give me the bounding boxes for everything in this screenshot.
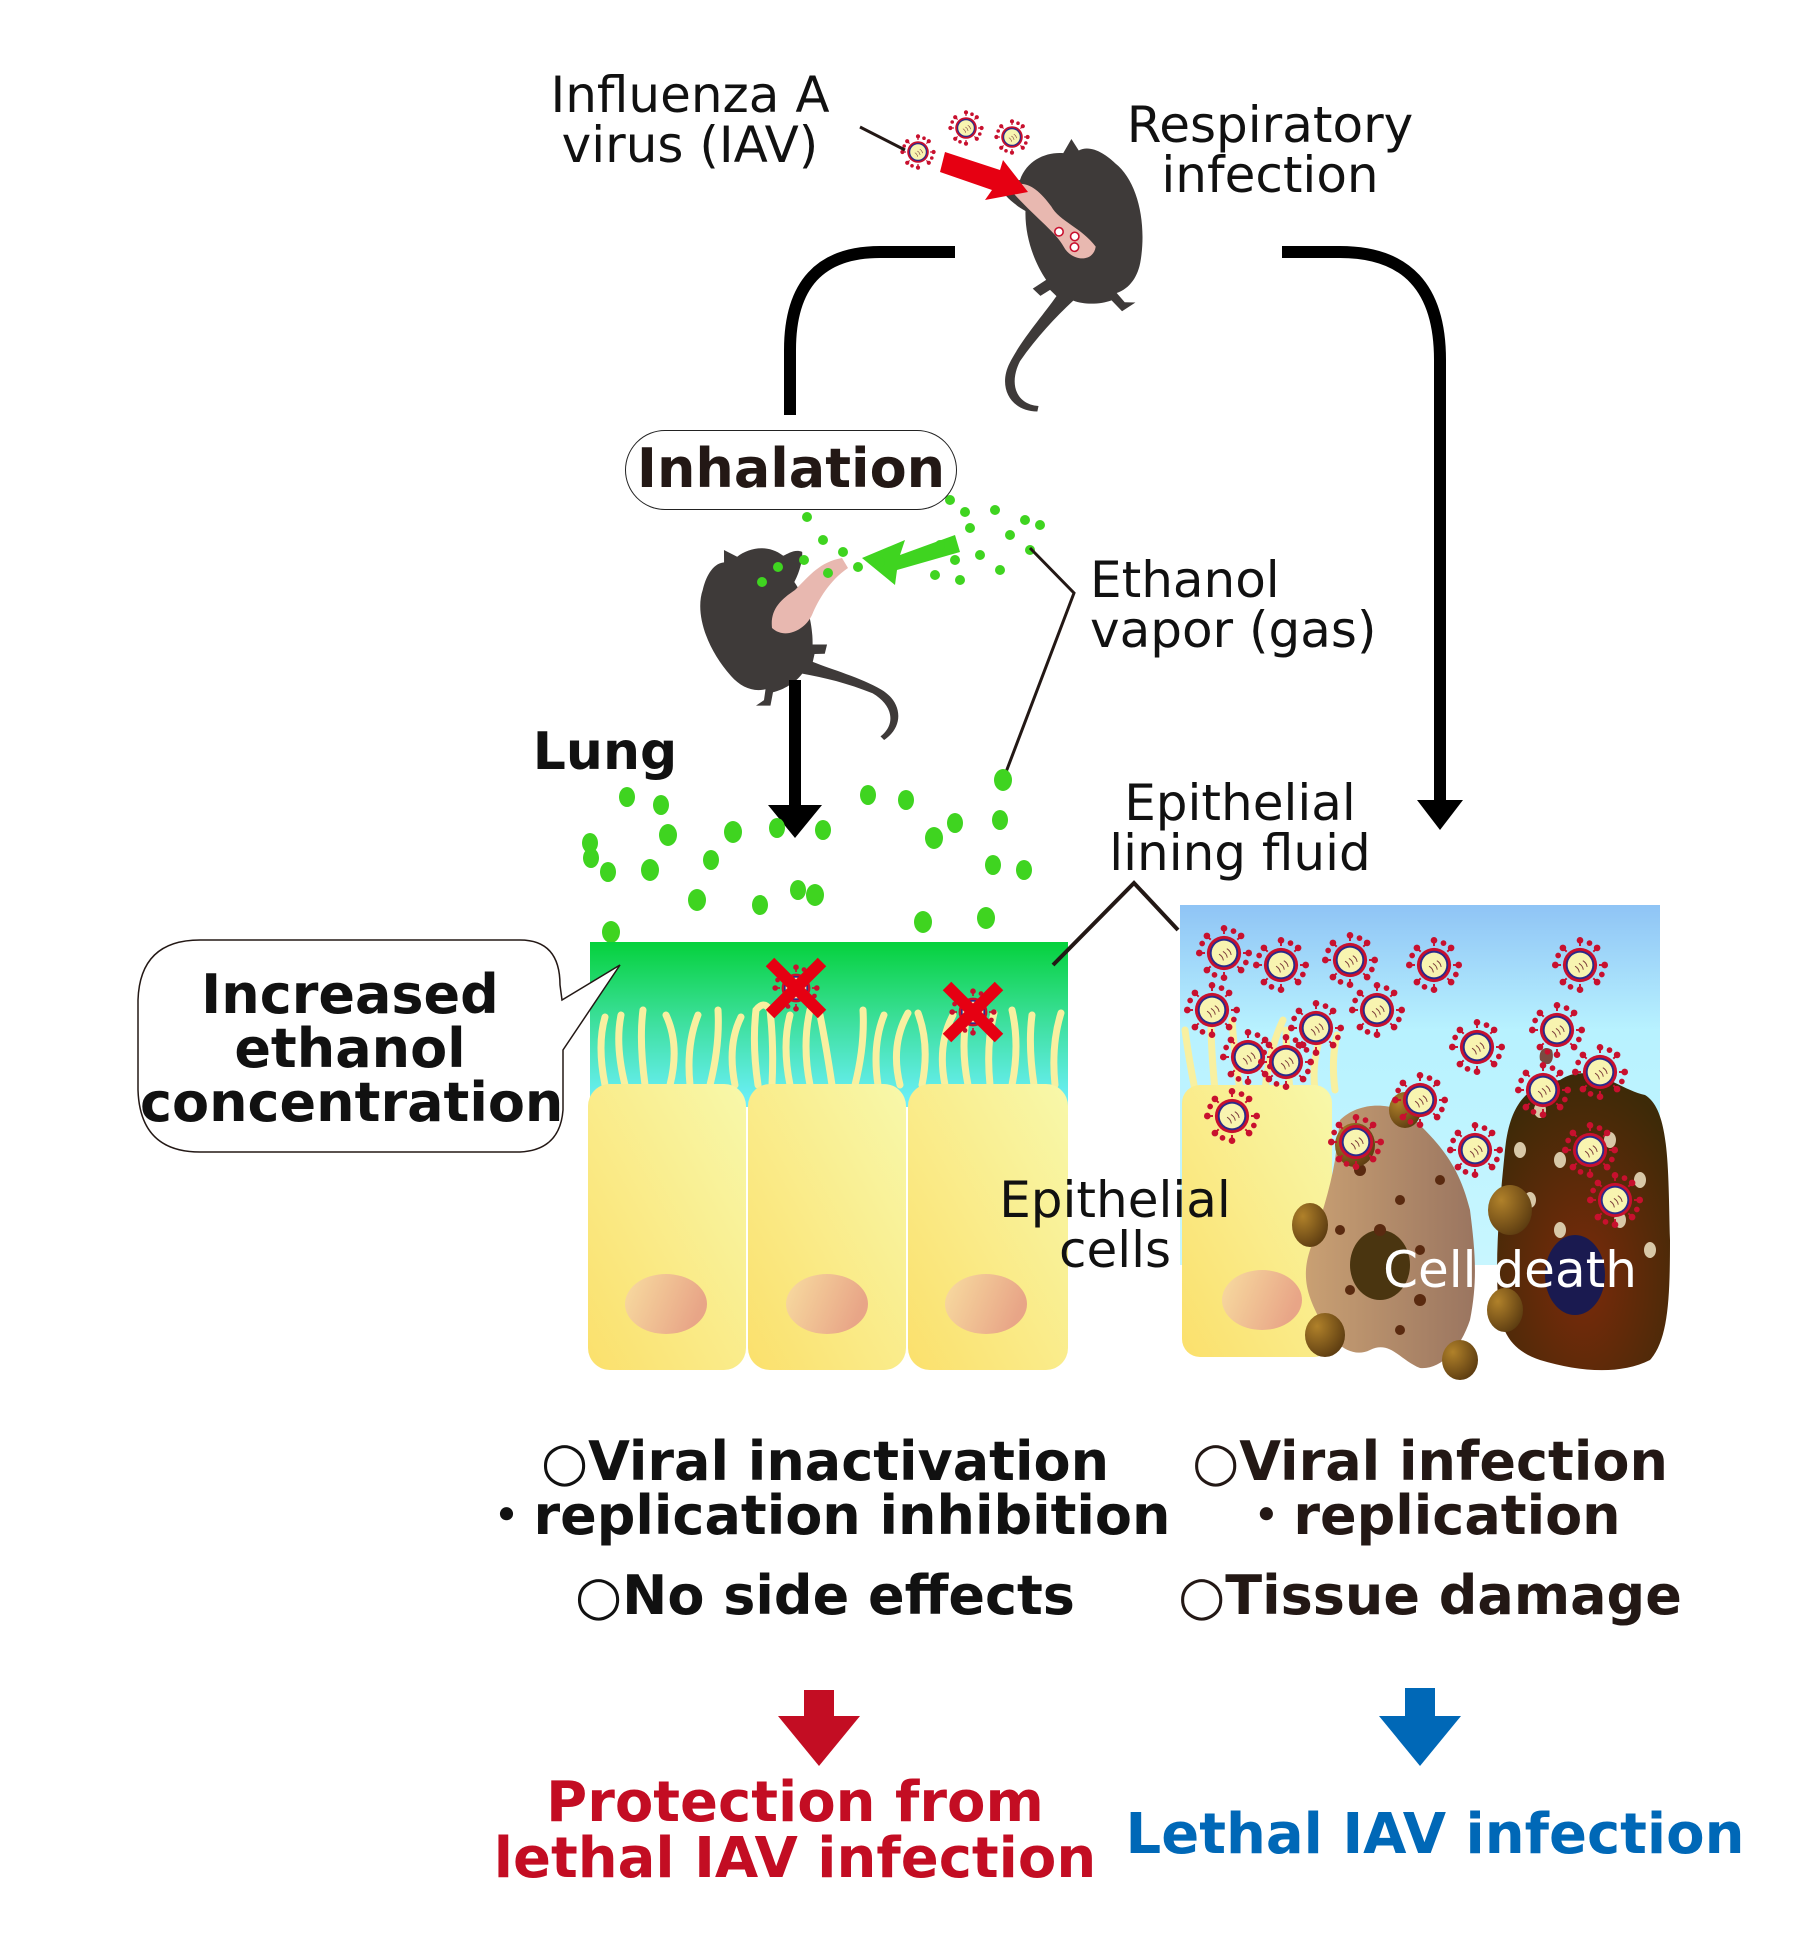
cells-label-line1: Epithelial <box>999 1171 1231 1229</box>
right-flow-line <box>1282 246 1446 800</box>
protection-arrow-icon <box>778 1690 860 1766</box>
callout-line3: concentration <box>140 1071 564 1134</box>
fluid-label-line1: Epithelial <box>1124 774 1356 832</box>
ethanol-label-line2: vapor (gas) <box>1090 601 1377 659</box>
cell-death-label: Cell death <box>1383 1241 1637 1299</box>
inhalation-box <box>625 430 957 510</box>
infection-label-line1: Respiratory <box>1126 96 1414 154</box>
lethal-result: Lethal IAV infection <box>1125 1802 1745 1867</box>
right-flow-arrowhead <box>1417 800 1463 830</box>
inhalation-label: Inhalation <box>636 437 946 500</box>
virus-label-line1: Influenza A <box>550 66 830 124</box>
virus-leader-line <box>859 125 906 152</box>
fluid-label-line2: lining fluid <box>1109 824 1371 882</box>
left-outcomes: ○Viral inactivation ・replication inhibit… <box>470 1435 1180 1623</box>
ethanol-label: Ethanol vapor (gas) <box>1090 555 1410 655</box>
left-flow-line <box>784 246 955 415</box>
left-outcome-2: ・replication inhibition <box>479 1484 1171 1547</box>
lung-label: Lung <box>532 722 678 782</box>
ethanol-label-line1: Ethanol <box>1090 551 1280 609</box>
protection-result: Protection from lethal IAV infection <box>470 1775 1120 1887</box>
inhalation-arrow-icon <box>862 535 960 585</box>
infection-label-line2: infection <box>1161 146 1379 204</box>
right-nucleus <box>1222 1270 1302 1330</box>
protection-result-line1: Protection from <box>546 1770 1044 1835</box>
lethal-arrow-icon <box>1379 1688 1461 1766</box>
concentration-callout-bubble <box>137 939 621 1153</box>
fluid-label: Epithelial lining fluid <box>1095 778 1385 878</box>
infection-label: Respiratory infection <box>1110 100 1430 200</box>
virus-label: Influenza A virus (IAV) <box>505 70 875 170</box>
inactivated-virus-icon <box>765 957 827 1019</box>
lung-ethanol-dots <box>582 769 1032 943</box>
concentration-callout: Increased ethanol concentration <box>140 963 564 1134</box>
inactivated-virus-icon <box>942 981 1004 1043</box>
ethanol-vapor-dots <box>757 495 1045 587</box>
ethanol-leader-line <box>1001 546 1076 781</box>
left-epithelial-cells <box>588 1084 1068 1370</box>
infected-mouse-icon <box>965 129 1172 417</box>
lung-flow-arrowhead <box>768 805 822 838</box>
infection-arrow-icon <box>940 152 1028 200</box>
right-outcome-3: ○Tissue damage <box>1178 1564 1682 1627</box>
virus-label-line2: virus (IAV) <box>561 116 819 174</box>
left-outcome-1: ○Viral inactivation <box>540 1430 1110 1493</box>
cells-label: Epithelial cells <box>985 1175 1245 1275</box>
right-outcome-2: ・replication <box>1239 1484 1621 1547</box>
right-outcomes: ○Viral infection ・replication ○Tissue da… <box>1160 1435 1700 1623</box>
left-outcome-3: ○No side effects <box>575 1564 1075 1627</box>
protection-result-line2: lethal IAV infection <box>493 1826 1097 1891</box>
callout-line2: ethanol <box>234 1017 466 1080</box>
cells-label-line2: cells <box>1058 1221 1172 1279</box>
right-outcome-1: ○Viral infection <box>1192 1430 1668 1493</box>
left-cilia <box>597 1001 1065 1089</box>
callout-line1: Increased <box>201 963 499 1026</box>
fluid-leader-line <box>1051 880 1180 967</box>
